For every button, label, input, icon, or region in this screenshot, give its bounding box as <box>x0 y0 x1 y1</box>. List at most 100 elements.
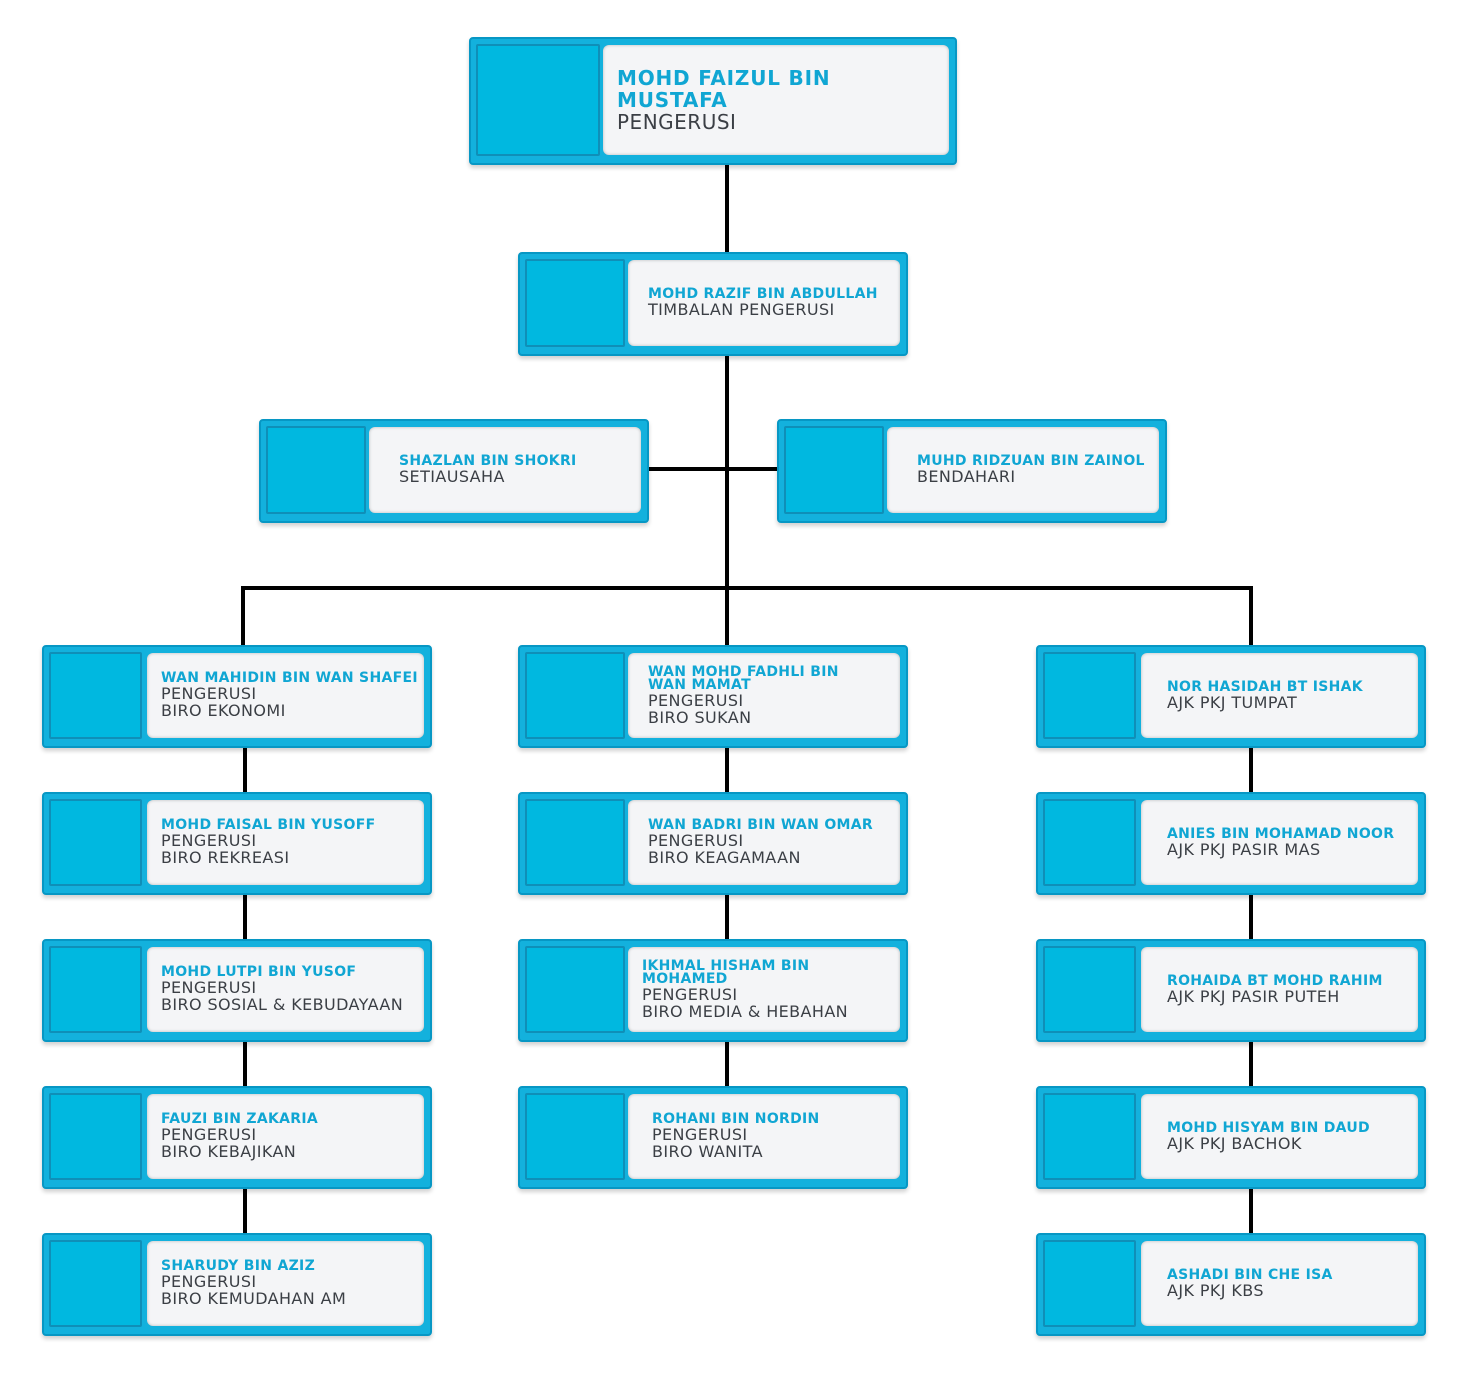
member-bureau: BIRO EKONOMI <box>161 701 286 720</box>
photo-placeholder <box>1043 799 1136 886</box>
info-panel: SHAZLAN BIN SHOKRI SETIAUSAHA <box>369 427 641 513</box>
member-role: PENGERUSI <box>161 1272 257 1291</box>
member-bureau: BIRO KEAGAMAAN <box>648 848 801 867</box>
photo-placeholder <box>525 946 625 1033</box>
info-panel: WAN BADRI BIN WAN OMAR PENGERUSI BIRO KE… <box>628 800 900 885</box>
info-panel: MOHD FAIZUL BIN MUSTAFA PENGERUSI <box>603 45 949 155</box>
member-card: WAN MAHIDIN BIN WAN SHAFEI PENGERUSI BIR… <box>42 645 432 748</box>
member-role: PENGERUSI <box>161 1125 257 1144</box>
member-role: AJK PKJ PASIR PUTEH <box>1167 986 1340 1006</box>
member-bureau: BIRO SOSIAL & KEBUDAYAAN <box>161 995 404 1014</box>
photo-placeholder <box>525 799 625 886</box>
photo-placeholder <box>49 652 142 739</box>
photo-placeholder <box>1043 1093 1136 1180</box>
member-card: WAN MOHD FADHLI BIN WAN MAMAT PENGERUSI … <box>518 645 908 748</box>
info-panel: ASHADI BIN CHE ISA AJK PKJ KBS <box>1141 1241 1418 1326</box>
member-card: MOHD FAISAL BIN YUSOFF PENGERUSI BIRO RE… <box>42 792 432 895</box>
photo-placeholder <box>49 799 142 886</box>
member-bureau: BIRO REKREASI <box>161 848 290 867</box>
member-role: PENGERUSI <box>652 1125 748 1144</box>
member-role: AJK PKJ PASIR MAS <box>1167 839 1321 859</box>
photo-placeholder <box>525 1093 625 1180</box>
member-card: ROHANI BIN NORDIN PENGERUSI BIRO WANITA <box>518 1086 908 1189</box>
member-role: PENGERUSI <box>161 831 257 850</box>
member-name: MOHD HISYAM BIN DAUD <box>1167 1119 1370 1136</box>
member-role: PENGERUSI <box>617 110 737 134</box>
member-name: ASHADI BIN CHE ISA <box>1167 1266 1333 1283</box>
photo-placeholder <box>1043 1240 1136 1327</box>
info-panel: MOHD RAZIF BIN ABDULLAH TIMBALAN PENGERU… <box>628 260 900 346</box>
member-name: FAUZI BIN ZAKARIA <box>161 1111 319 1127</box>
member-name: IKHMAL HISHAM BIN MOHAMED <box>642 957 810 987</box>
photo-placeholder <box>49 1093 142 1180</box>
member-name: MUHD RIDZUAN BIN ZAINOL <box>917 453 1145 469</box>
member-name-line2: WAN MAMAT <box>648 676 751 693</box>
info-panel: MOHD LUTPI BIN YUSOF PENGERUSI BIRO SOSI… <box>147 947 424 1032</box>
photo-placeholder <box>49 1240 142 1327</box>
member-card: SHARUDY BIN AZIZ PENGERUSI BIRO KEMUDAHA… <box>42 1233 432 1336</box>
member-card: ASHADI BIN CHE ISA AJK PKJ KBS <box>1036 1233 1426 1336</box>
member-bureau: BIRO KEBAJIKAN <box>161 1142 297 1161</box>
info-panel: NOR HASIDAH BT ISHAK AJK PKJ TUMPAT <box>1141 653 1418 738</box>
info-panel: MUHD RIDZUAN BIN ZAINOL BENDAHARI <box>887 427 1159 513</box>
member-card: ROHAIDA BT MOHD RAHIM AJK PKJ PASIR PUTE… <box>1036 939 1426 1042</box>
member-name: ANIES BIN MOHAMAD NOOR <box>1167 825 1395 842</box>
photo-placeholder <box>49 946 142 1033</box>
member-name: ROHANI BIN NORDIN <box>652 1111 820 1127</box>
member-role: SETIAUSAHA <box>399 467 505 486</box>
member-name: MOHD LUTPI BIN YUSOF <box>161 964 357 980</box>
photo-placeholder <box>1043 652 1136 739</box>
member-role: TIMBALAN PENGERUSI <box>648 300 835 319</box>
photo-placeholder <box>784 426 884 514</box>
member-name: WAN MAHIDIN BIN WAN SHAFEI <box>161 670 418 686</box>
photo-placeholder <box>525 259 625 347</box>
member-name: MOHD FAIZUL BIN MUSTAFA <box>617 66 831 112</box>
info-panel: FAUZI BIN ZAKARIA PENGERUSI BIRO KEBAJIK… <box>147 1094 424 1179</box>
member-bureau: BIRO SUKAN <box>648 707 752 727</box>
member-card: MOHD LUTPI BIN YUSOF PENGERUSI BIRO SOSI… <box>42 939 432 1042</box>
member-name: NOR HASIDAH BT ISHAK <box>1167 678 1363 695</box>
member-name: ROHAIDA BT MOHD RAHIM <box>1167 972 1383 989</box>
member-name: WAN BADRI BIN WAN OMAR <box>648 817 873 833</box>
info-panel: MOHD HISYAM BIN DAUD AJK PKJ BACHOK <box>1141 1094 1418 1179</box>
member-role: AJK PKJ TUMPAT <box>1167 692 1298 712</box>
member-card: ANIES BIN MOHAMAD NOOR AJK PKJ PASIR MAS <box>1036 792 1426 895</box>
member-card: IKHMAL HISHAM BIN MOHAMED PENGERUSI BIRO… <box>518 939 908 1042</box>
info-panel: WAN MOHD FADHLI BIN WAN MAMAT PENGERUSI … <box>628 653 900 738</box>
member-role: PENGERUSI <box>161 978 257 997</box>
member-name: SHARUDY BIN AZIZ <box>161 1258 316 1274</box>
photo-placeholder <box>525 652 625 739</box>
chairman-card: MOHD FAIZUL BIN MUSTAFA PENGERUSI <box>469 37 957 165</box>
member-bureau: BIRO KEMUDAHAN AM <box>161 1289 347 1308</box>
member-name: MOHD FAISAL BIN YUSOFF <box>161 817 376 833</box>
vice-chairman-card: MOHD RAZIF BIN ABDULLAH TIMBALAN PENGERU… <box>518 252 908 356</box>
member-card: FAUZI BIN ZAKARIA PENGERUSI BIRO KEBAJIK… <box>42 1086 432 1189</box>
member-role: PENGERUSI <box>648 831 744 850</box>
member-role: PENGERUSI <box>642 984 738 1004</box>
member-card: WAN BADRI BIN WAN OMAR PENGERUSI BIRO KE… <box>518 792 908 895</box>
member-role: BENDAHARI <box>917 467 1016 486</box>
member-role: PENGERUSI <box>648 690 744 710</box>
info-panel: MOHD FAISAL BIN YUSOFF PENGERUSI BIRO RE… <box>147 800 424 885</box>
info-panel: WAN MAHIDIN BIN WAN SHAFEI PENGERUSI BIR… <box>147 653 424 738</box>
member-card: NOR HASIDAH BT ISHAK AJK PKJ TUMPAT <box>1036 645 1426 748</box>
member-role: AJK PKJ KBS <box>1167 1280 1264 1300</box>
member-name: WAN MOHD FADHLI BIN <box>648 663 839 680</box>
member-name: MOHD RAZIF BIN ABDULLAH <box>648 286 878 302</box>
member-bureau: BIRO MEDIA & HEBAHAN <box>642 1001 849 1021</box>
info-panel: ROHANI BIN NORDIN PENGERUSI BIRO WANITA <box>628 1094 900 1179</box>
info-panel: SHARUDY BIN AZIZ PENGERUSI BIRO KEMUDAHA… <box>147 1241 424 1326</box>
member-role: AJK PKJ BACHOK <box>1167 1133 1302 1153</box>
info-panel: ANIES BIN MOHAMAD NOOR AJK PKJ PASIR MAS <box>1141 800 1418 885</box>
member-bureau: BIRO WANITA <box>652 1142 763 1161</box>
member-role: PENGERUSI <box>161 684 257 703</box>
member-name: SHAZLAN BIN SHOKRI <box>399 453 577 469</box>
info-panel: IKHMAL HISHAM BIN MOHAMED PENGERUSI BIRO… <box>628 947 900 1032</box>
photo-placeholder <box>266 426 366 514</box>
treasurer-card: MUHD RIDZUAN BIN ZAINOL BENDAHARI <box>777 419 1167 523</box>
info-panel: ROHAIDA BT MOHD RAHIM AJK PKJ PASIR PUTE… <box>1141 947 1418 1032</box>
member-card: MOHD HISYAM BIN DAUD AJK PKJ BACHOK <box>1036 1086 1426 1189</box>
photo-placeholder <box>1043 946 1136 1033</box>
secretary-card: SHAZLAN BIN SHOKRI SETIAUSAHA <box>259 419 649 523</box>
